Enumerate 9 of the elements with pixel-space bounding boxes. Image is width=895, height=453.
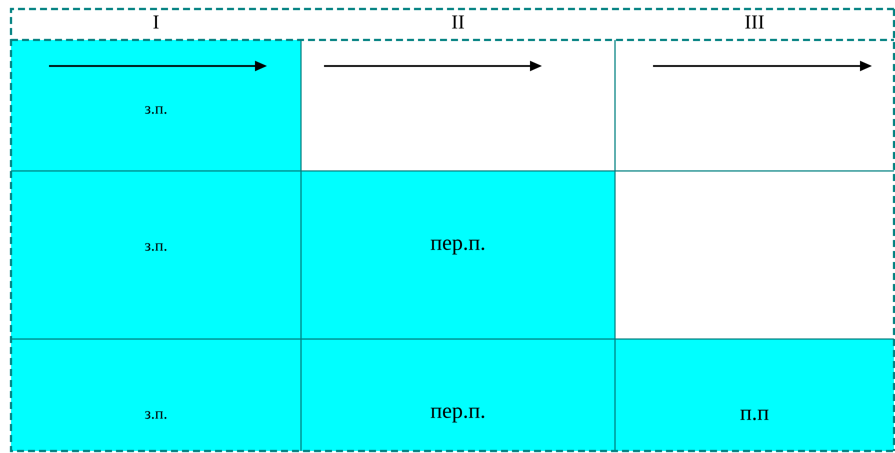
column-header: III: [745, 15, 764, 29]
table-cell: з.п.: [11, 339, 301, 451]
table-cell: п.п: [615, 339, 894, 451]
table-cell: з.п.: [11, 171, 301, 339]
column-header: II: [452, 15, 464, 29]
table-cell: пер.п.: [301, 339, 615, 451]
column-header: I: [153, 15, 159, 29]
table-cell: з.п.: [11, 40, 301, 171]
table-cell: пер.п.: [301, 171, 615, 339]
